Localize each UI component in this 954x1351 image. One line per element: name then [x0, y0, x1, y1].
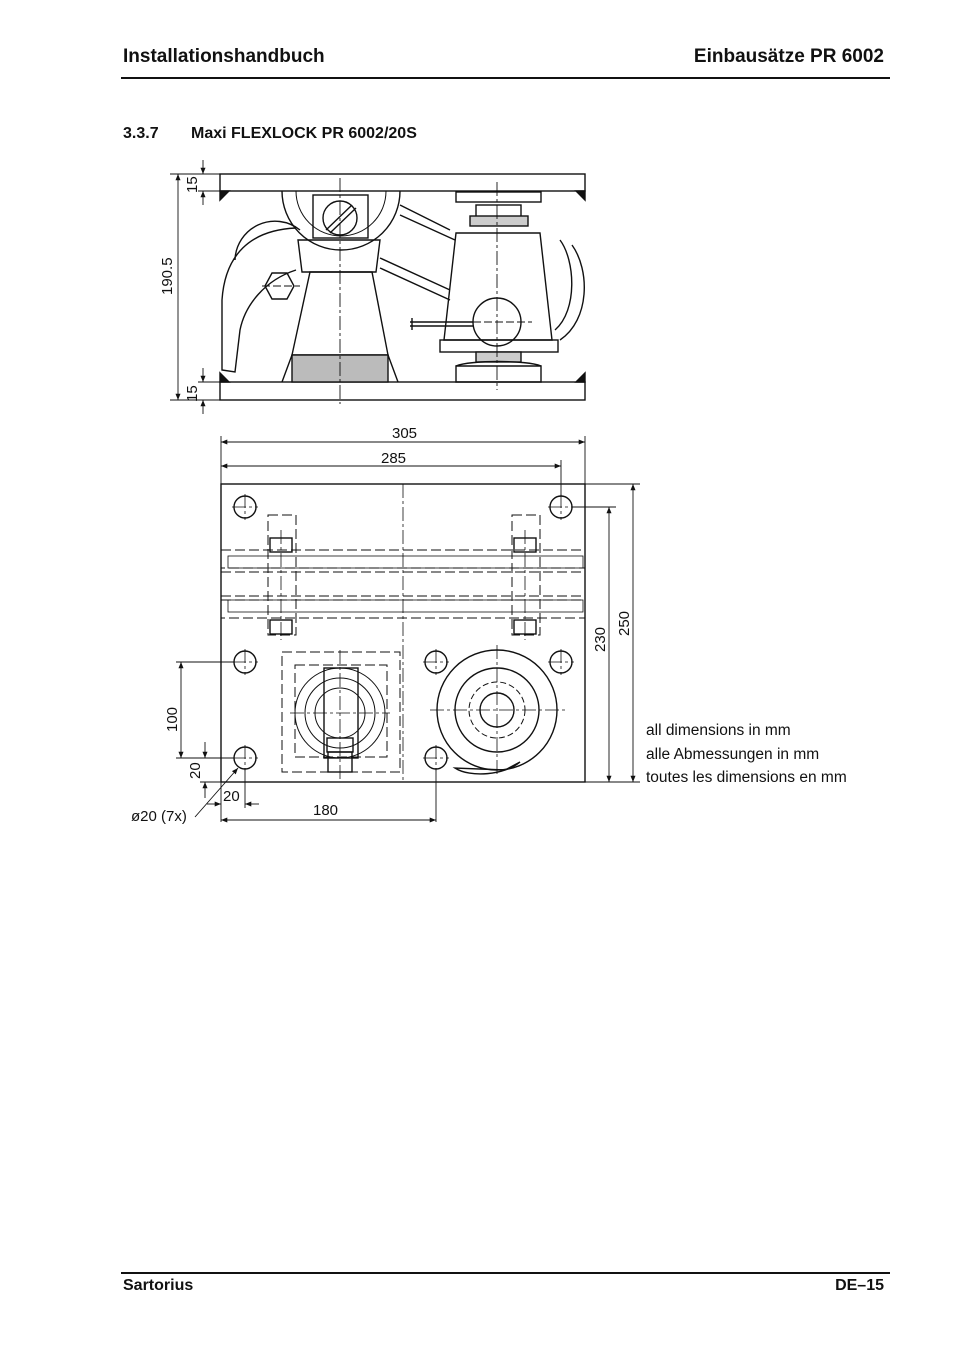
dim-edge-x: 20 [223, 788, 240, 805]
header-manual-title: Installationshandbuch [123, 46, 325, 67]
dim-depth-outer: 250 [616, 611, 633, 636]
dim-hole-pitch: 100 [164, 707, 181, 732]
dimension-notes: all dimensions in mm alle Abmessungen in… [646, 719, 847, 790]
dim-top-plate: 15 [184, 176, 201, 193]
note-french: toutes les dimensions en mm [646, 769, 847, 786]
side-view [170, 160, 586, 414]
section-title: Maxi FLEXLOCK PR 6002/20S [191, 125, 417, 142]
footer-company: Sartorius [123, 1277, 194, 1294]
header-rule [121, 77, 890, 79]
dim-center: 180 [313, 802, 338, 819]
technical-drawing: 15 190.5 15 [131, 160, 640, 825]
footer-page-number: DE–15 [835, 1277, 884, 1294]
top-view [176, 436, 640, 823]
section-heading: 3.3.7 Maxi FLEXLOCK PR 6002/20S [123, 125, 417, 143]
note-german: alle Abmessungen in mm [646, 745, 820, 763]
footer-rule [121, 1272, 890, 1274]
dim-depth-holes: 230 [592, 627, 609, 652]
header-product-title: Einbausätze PR 6002 [693, 46, 884, 67]
section-number: 3.3.7 [123, 125, 159, 142]
dim-height: 190.5 [159, 257, 176, 295]
note-english: all dimensions in mm [646, 722, 791, 739]
hole-diameter-label: ø20 (7x) [131, 808, 187, 825]
dim-bottom-plate: 15 [184, 385, 201, 402]
dim-width-outer: 305 [392, 425, 417, 442]
dim-edge-y: 20 [187, 762, 204, 779]
dim-width-holes: 285 [381, 450, 406, 467]
